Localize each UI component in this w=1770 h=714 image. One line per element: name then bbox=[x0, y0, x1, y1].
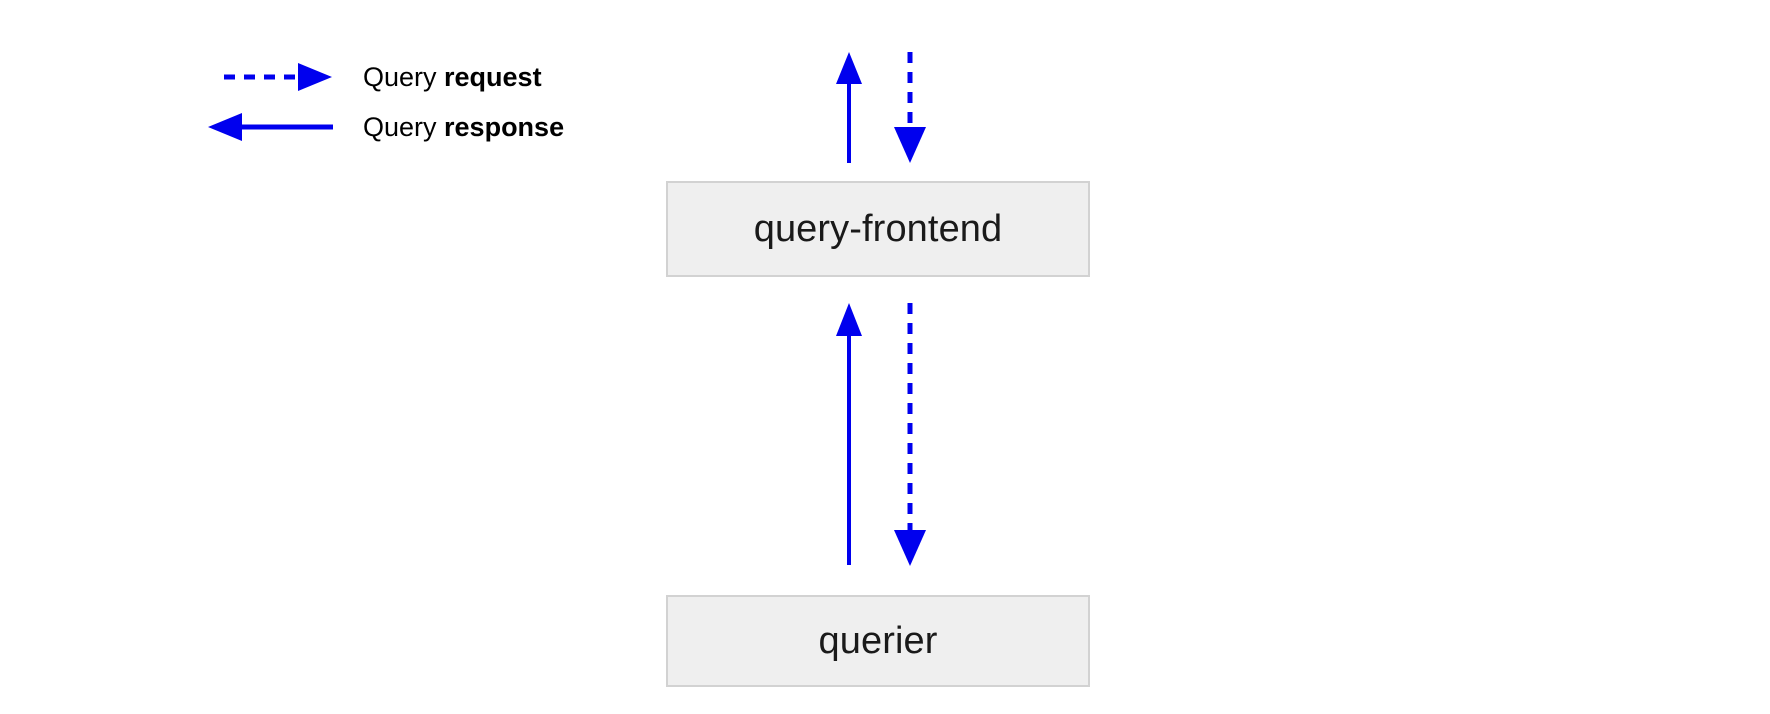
node-query-frontend[interactable]: query-frontend bbox=[666, 181, 1090, 277]
node-querier-label: querier bbox=[818, 619, 938, 662]
legend-label-emphasis: request bbox=[444, 62, 542, 92]
node-query-frontend-label: query-frontend bbox=[753, 207, 1003, 250]
dashed-right-arrow-icon bbox=[224, 63, 332, 91]
node-querier[interactable]: querier bbox=[666, 595, 1090, 687]
legend-item-query-request: Query request bbox=[200, 52, 620, 102]
solid-left-arrow-icon bbox=[208, 113, 333, 141]
legend-label-prefix: Query bbox=[363, 62, 445, 92]
edge-querier-to-frontend-response bbox=[836, 303, 862, 565]
edge-inbound-request bbox=[894, 52, 926, 163]
legend-item-query-response: Query response bbox=[200, 102, 620, 152]
edge-frontend-to-querier-request bbox=[894, 303, 926, 566]
legend: Query request Query response bbox=[200, 52, 620, 152]
edge-outbound-response bbox=[836, 52, 862, 163]
legend-label-emphasis: response bbox=[444, 112, 565, 142]
legend-label-query-response: Query response bbox=[363, 102, 564, 152]
legend-label-query-request: Query request bbox=[363, 52, 542, 102]
legend-label-prefix: Query bbox=[363, 112, 445, 142]
